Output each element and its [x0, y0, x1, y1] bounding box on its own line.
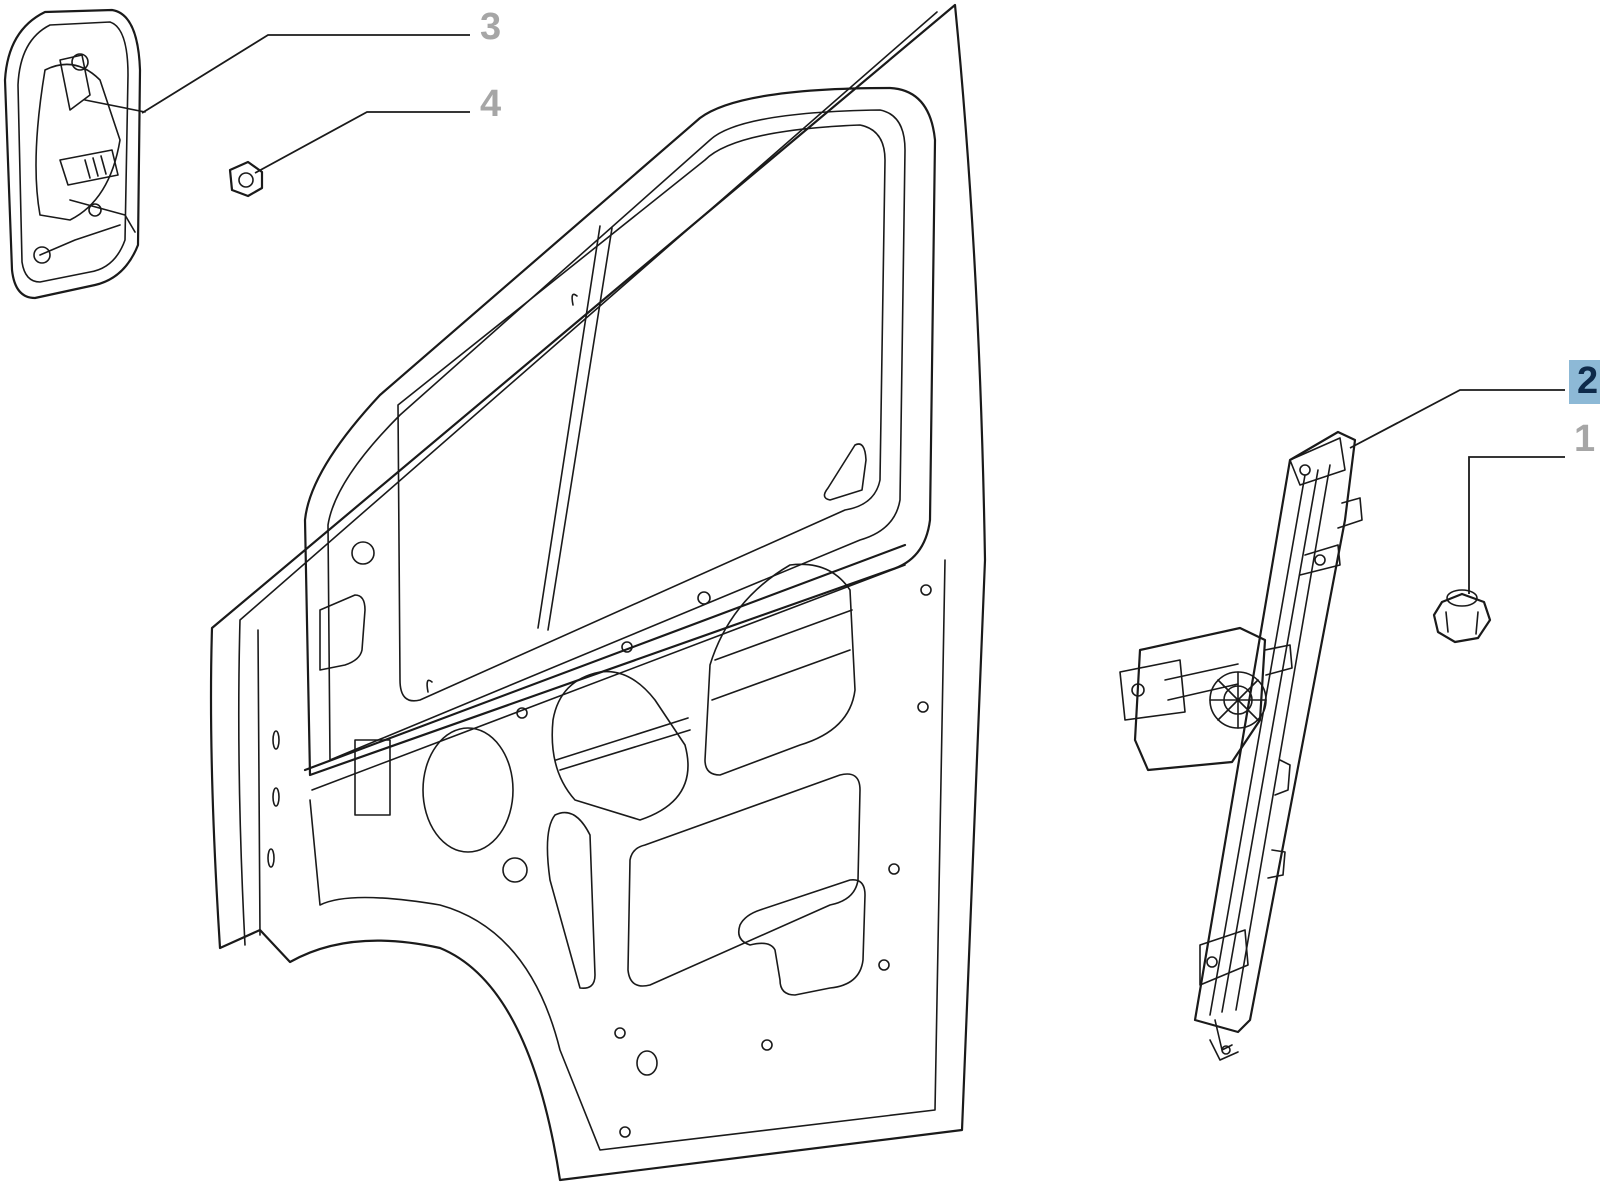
- nut-part-4[interactable]: [228, 160, 264, 198]
- leader-line-4: [254, 111, 470, 174]
- door-handle-mechanism[interactable]: [3, 8, 146, 300]
- callout-2-selected[interactable]: 2: [1569, 360, 1600, 404]
- leader-line-1: [1468, 456, 1565, 594]
- leader-line-3: [141, 34, 470, 114]
- window-regulator[interactable]: [1119, 430, 1363, 1061]
- nut-part-1[interactable]: [1432, 589, 1492, 644]
- callout-4[interactable]: 4: [480, 83, 502, 125]
- callout-3[interactable]: 3: [480, 6, 502, 48]
- callout-1[interactable]: 1: [1574, 418, 1596, 460]
- leader-line-2: [1349, 389, 1565, 449]
- door-panel[interactable]: [209, 3, 987, 1182]
